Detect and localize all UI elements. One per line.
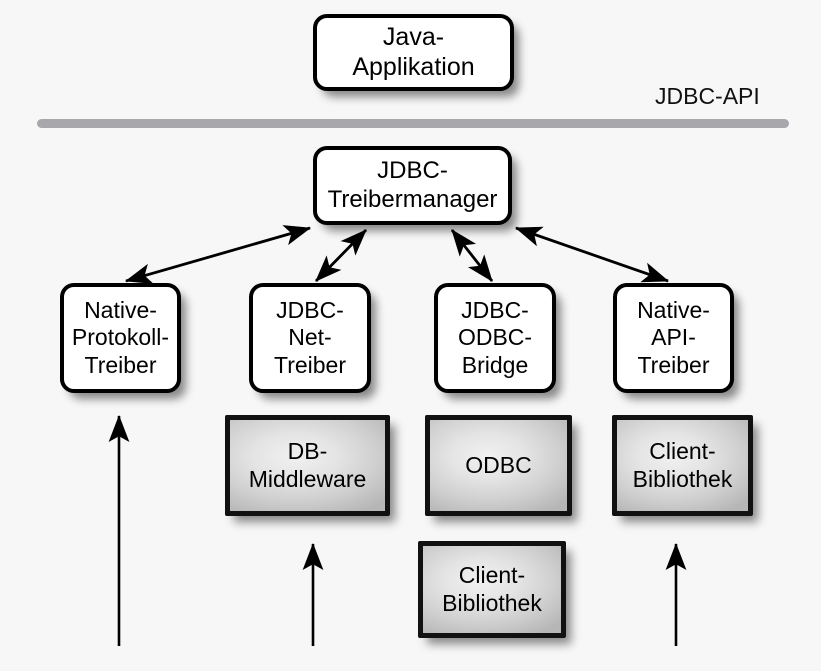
jdbc-api-label: JDBC-API [655,83,760,109]
arrow-manager-jdbc-net [315,229,367,282]
arrow-manager-native-protokoll [124,225,312,284]
node-jdbc-treibermanager[interactable]: JDBC- Treibermanager [313,146,512,225]
node-native-api-treiber[interactable]: Native- API- Treiber [613,283,734,393]
node-client-bibliothek-odbc[interactable]: Client- Bibliothek [418,541,566,638]
node-client-bibliothek-right[interactable]: Client- Bibliothek [612,415,753,516]
node-odbc[interactable]: ODBC [425,415,572,516]
node-jdbc-net-treiber[interactable]: JDBC- Net- Treiber [249,283,371,393]
jdbc-api-separator-bar [37,119,789,128]
node-db-middleware[interactable]: DB- Middleware [225,415,390,516]
node-java-applikation[interactable]: Java- Applikation [313,14,514,91]
arrow-manager-jdbc-odbc [450,229,494,282]
arrow-manager-native-api [514,226,670,283]
node-jdbc-odbc-bridge[interactable]: JDBC- ODBC- Bridge [434,283,556,393]
node-native-protokoll-treiber[interactable]: Native- Protokoll- Treiber [60,283,181,393]
